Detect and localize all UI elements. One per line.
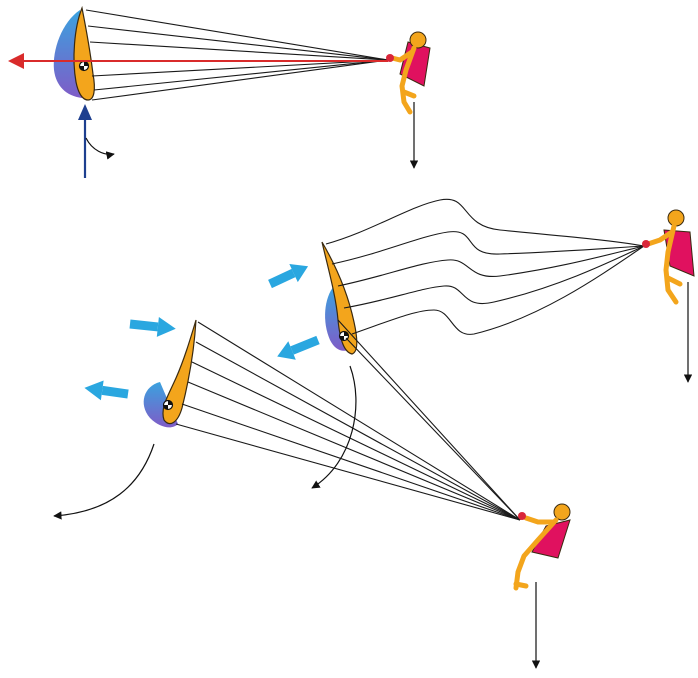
swing-arrow-center bbox=[311, 365, 357, 489]
wing-profile-icon bbox=[321, 241, 358, 355]
airflow-arrow-outbound bbox=[84, 380, 129, 401]
scene-level-flight bbox=[8, 5, 431, 178]
pilot-figure-icon bbox=[386, 31, 431, 115]
swing-arrow-left bbox=[53, 443, 155, 520]
airflow-arrow-outbound bbox=[277, 335, 320, 360]
pilot-figure-icon bbox=[513, 503, 571, 591]
drag-arrowhead bbox=[8, 53, 24, 69]
suspension-lines bbox=[325, 198, 645, 335]
center-of-gravity-icon bbox=[162, 399, 174, 411]
airflow-arrow-inbound bbox=[129, 316, 176, 337]
suspension-lines bbox=[85, 9, 389, 101]
scene-dive bbox=[53, 316, 571, 669]
lift-arrowhead bbox=[78, 104, 92, 120]
suspension-lines bbox=[175, 321, 521, 521]
suspension-lines-secondary bbox=[337, 319, 521, 521]
center-of-gravity-icon bbox=[338, 330, 350, 342]
pilot-figure-icon bbox=[642, 209, 695, 305]
scene-pitch-up bbox=[268, 198, 695, 383]
wing-profile-icon bbox=[73, 5, 95, 101]
center-of-gravity-icon bbox=[78, 60, 90, 72]
rotation-arrow bbox=[85, 137, 115, 160]
wing-profile-icon bbox=[162, 319, 197, 425]
airflow-arrow-inbound bbox=[268, 263, 309, 289]
